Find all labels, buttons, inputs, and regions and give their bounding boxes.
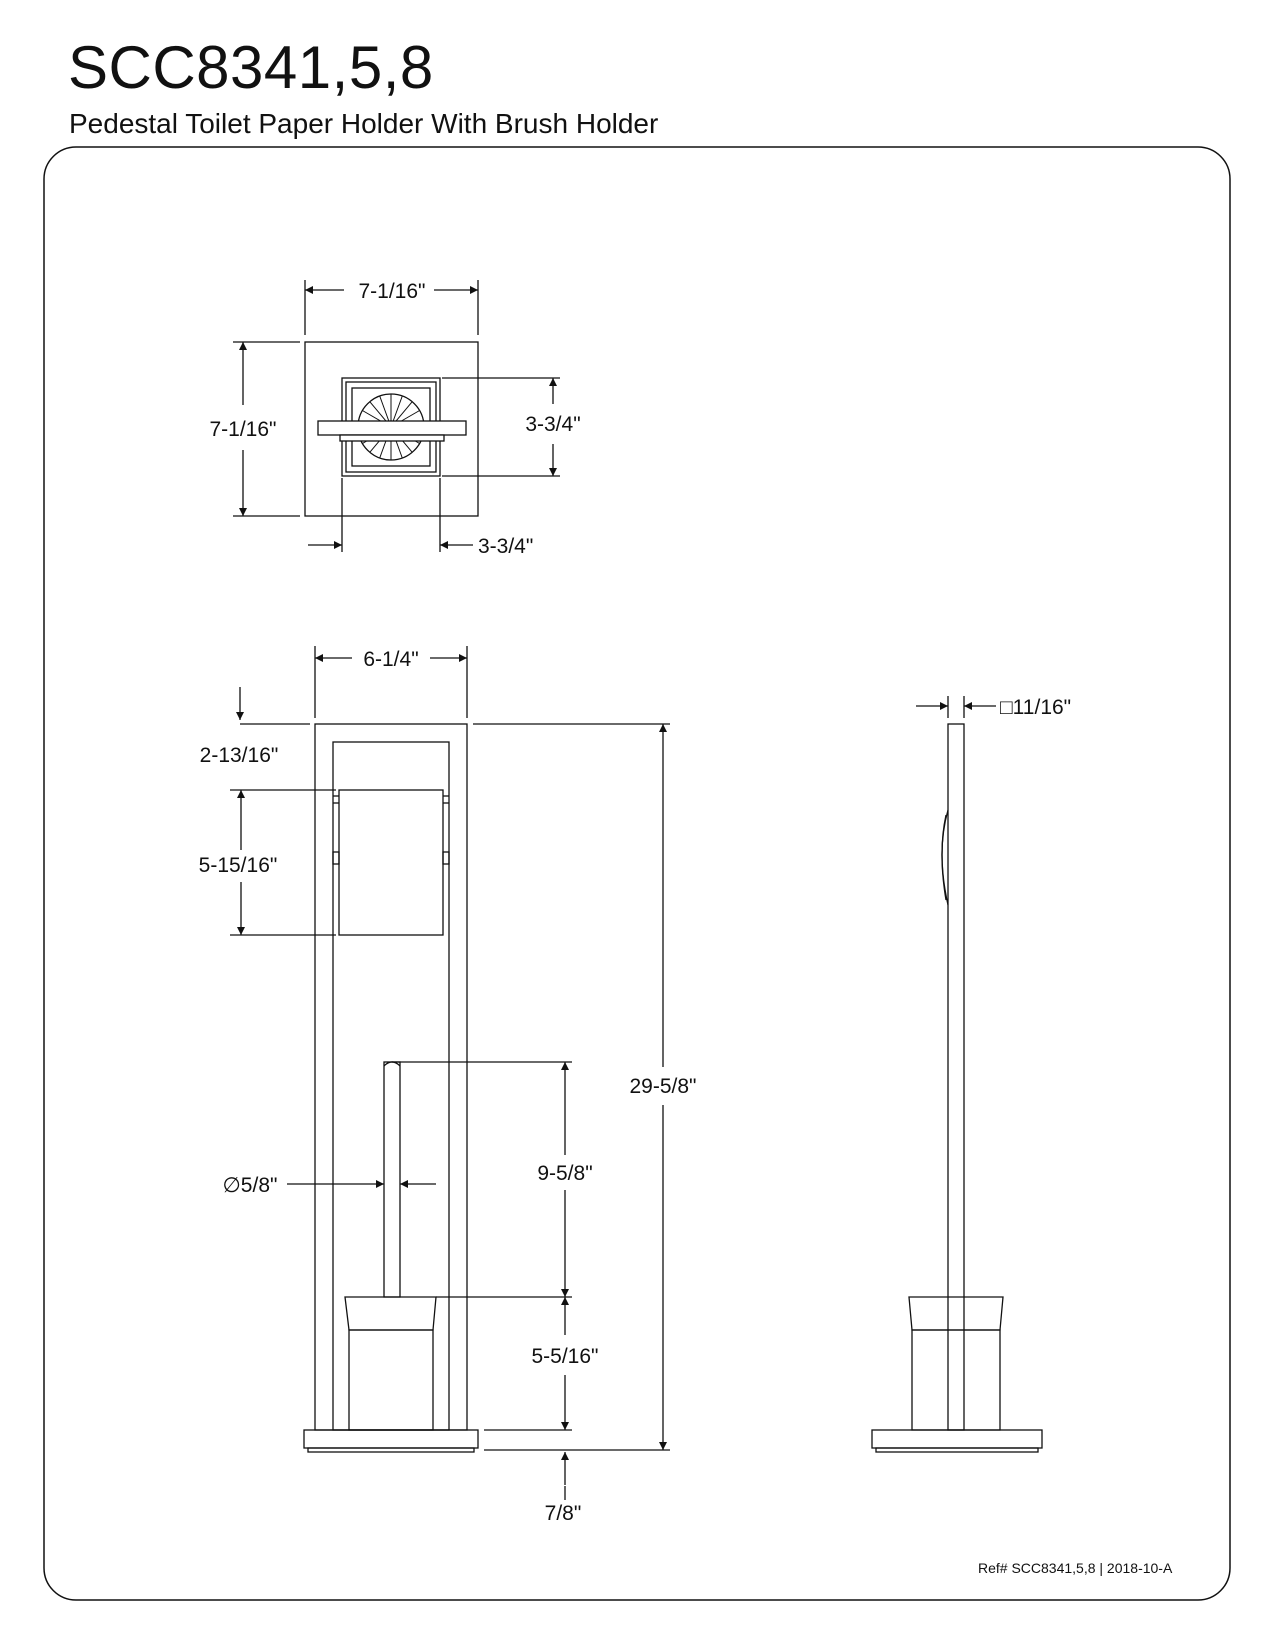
- top-height-label: 7-1/16": [210, 418, 277, 441]
- model-title: SCC8341,5,8: [68, 34, 434, 101]
- product-subtitle: Pedestal Toilet Paper Holder With Brush …: [69, 108, 659, 139]
- paper-height-label: 5-15/16": [199, 854, 278, 877]
- reference-number: Ref# SCC8341,5,8 | 2018-10-A: [978, 1560, 1173, 1576]
- base-thickness-label: 7/8": [545, 1502, 582, 1525]
- handle-diameter-label: ∅5/8": [223, 1174, 278, 1197]
- brush-height-label: 9-5/8": [537, 1162, 592, 1185]
- top-post-width-label: 3-3/4": [478, 535, 533, 558]
- side-view: [871, 723, 1043, 1453]
- base-width-label: 6-1/4": [363, 648, 418, 671]
- top-view: [304, 341, 479, 517]
- cup-height-label: 5-5/16": [532, 1345, 599, 1368]
- top-post-height-label: 3-3/4": [525, 413, 580, 436]
- drawing-frame: [43, 146, 1231, 1601]
- front-view: [303, 723, 479, 1453]
- overall-height-label: 29-5/8": [630, 1075, 697, 1098]
- top-offset-label: 2-13/16": [200, 744, 279, 767]
- top-width-label: 7-1/16": [359, 280, 426, 303]
- post-size-label: □11/16": [1000, 696, 1071, 719]
